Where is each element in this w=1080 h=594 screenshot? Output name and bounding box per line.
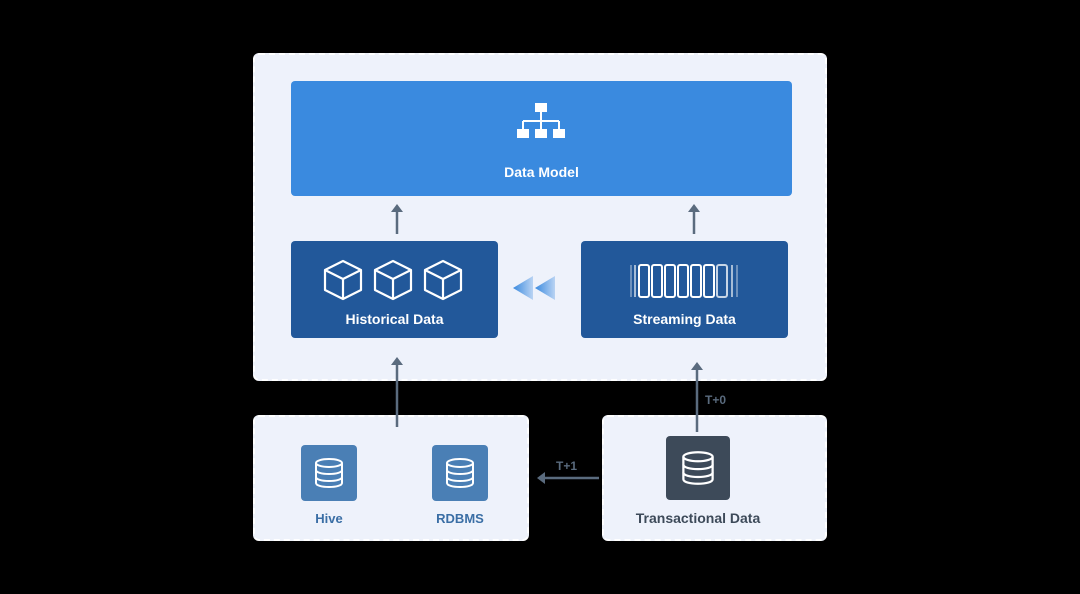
t-plus-0-label: T+0 [705, 393, 727, 407]
arrow-historical-to-model [391, 204, 403, 234]
t-plus-1-label: T+1 [556, 459, 578, 473]
hive-tile[interactable] [301, 445, 357, 501]
historical-data-box[interactable]: Historical Data [291, 241, 498, 338]
database-icon [315, 458, 343, 489]
rdbms-tile[interactable] [432, 445, 488, 501]
arrow-transactional-to-streaming [691, 362, 703, 432]
hive-label: Hive [315, 511, 343, 526]
cube-icon [423, 259, 463, 301]
arrow-sources-to-historical [391, 357, 403, 427]
cube-icon [373, 259, 413, 301]
database-icon [446, 458, 474, 489]
data-model-box[interactable]: Data Model [291, 81, 792, 196]
arrow-transactional-to-sources [537, 472, 599, 484]
transactional-data-label: Transactional Data [635, 510, 761, 526]
cube-icon-group [323, 259, 465, 301]
streaming-data-box[interactable]: Streaming Data [581, 241, 788, 338]
data-model-label: Data Model [504, 164, 579, 180]
rdbms-label: RDBMS [436, 511, 484, 526]
streaming-data-label: Streaming Data [633, 311, 736, 327]
database-icon [682, 451, 714, 485]
arrow-streaming-to-model [688, 204, 700, 234]
historical-data-label: Historical Data [345, 311, 444, 327]
transactional-tile[interactable] [666, 436, 730, 500]
cube-icon [323, 259, 363, 301]
double-chevron-left-icon [513, 276, 555, 300]
stream-bars-icon [630, 264, 738, 298]
hierarchy-icon [517, 103, 565, 138]
